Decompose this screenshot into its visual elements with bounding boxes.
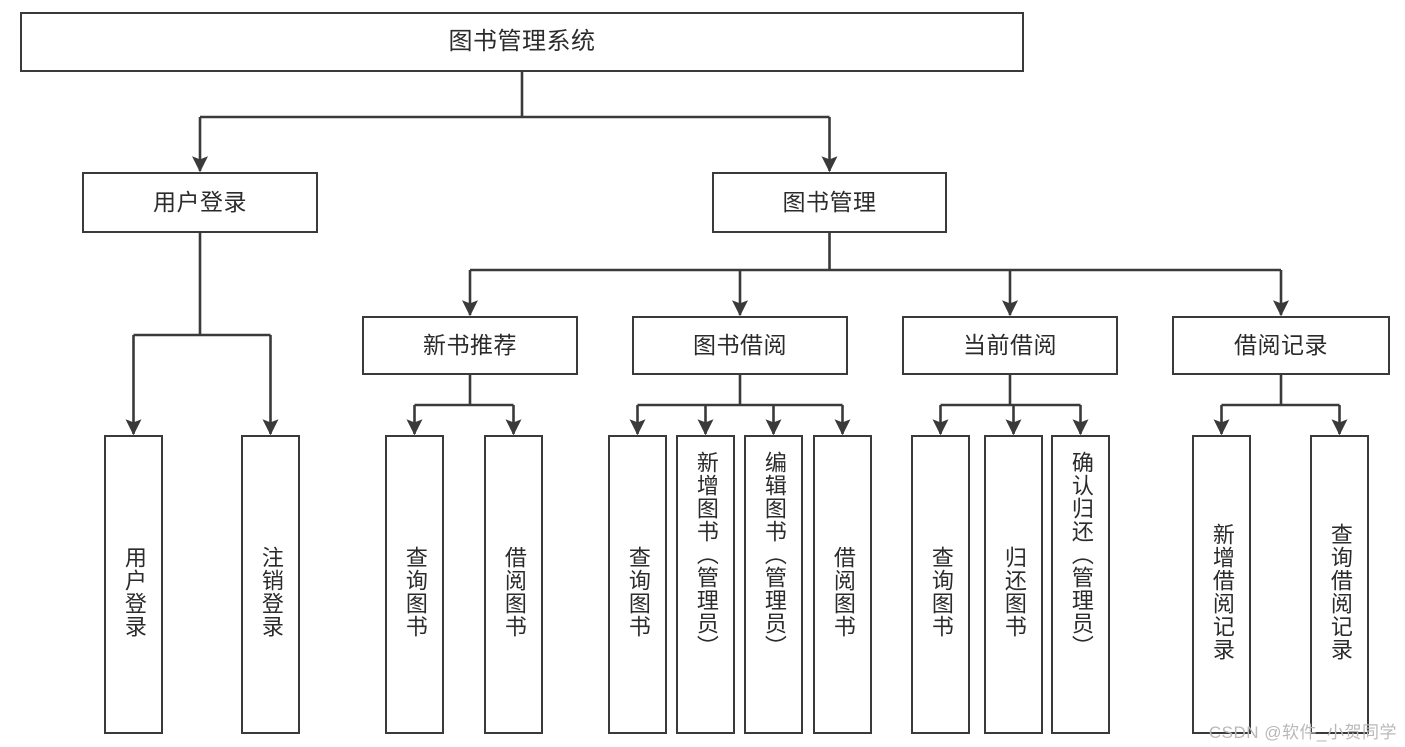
node-label: 用户登录 bbox=[121, 545, 147, 638]
leaf-node[interactable]: 新增借阅记录 bbox=[1192, 435, 1251, 734]
branch-node[interactable]: 当前借阅 bbox=[902, 316, 1118, 375]
node-label: 图书借阅 bbox=[693, 331, 787, 358]
node-label: 用户登录 bbox=[153, 188, 247, 215]
leaf-node[interactable]: 查询借阅记录 bbox=[1310, 435, 1369, 734]
leaf-node[interactable]: 新增图书（管理员） bbox=[676, 435, 735, 734]
node-label: 编辑图书（管理员） bbox=[761, 451, 787, 658]
leaf-node[interactable]: 查询图书 bbox=[911, 435, 970, 734]
node-label: 借阅图书 bbox=[830, 545, 856, 638]
leaf-node[interactable]: 确认归还（管理员） bbox=[1051, 435, 1110, 734]
node-label: 确认归还（管理员） bbox=[1068, 451, 1094, 658]
leaf-node[interactable]: 注销登录 bbox=[241, 435, 300, 734]
watermark: CSDN @软件_小贺同学 bbox=[1208, 723, 1397, 742]
branch-node[interactable]: 图书管理 bbox=[712, 172, 947, 233]
leaf-node[interactable]: 编辑图书（管理员） bbox=[744, 435, 803, 734]
root-node[interactable]: 图书管理系统 bbox=[20, 12, 1024, 72]
branch-node[interactable]: 图书借阅 bbox=[632, 316, 848, 375]
node-label: 查询图书 bbox=[625, 545, 651, 638]
leaf-node[interactable]: 查询图书 bbox=[608, 435, 667, 734]
leaf-node[interactable]: 用户登录 bbox=[104, 435, 163, 734]
node-label: 借阅图书 bbox=[501, 545, 527, 638]
node-label: 归还图书 bbox=[1001, 545, 1027, 638]
edge-group bbox=[125, 72, 1348, 436]
node-label: 图书管理系统 bbox=[448, 27, 596, 55]
node-label: 查询图书 bbox=[402, 545, 428, 638]
node-label: 新书推荐 bbox=[423, 331, 517, 358]
node-label: 查询借阅记录 bbox=[1327, 522, 1353, 661]
node-label: 图书管理 bbox=[782, 188, 877, 215]
leaf-node[interactable]: 借阅图书 bbox=[484, 435, 543, 734]
branch-node[interactable]: 新书推荐 bbox=[362, 316, 578, 375]
node-label: 查询图书 bbox=[928, 545, 954, 638]
branch-node[interactable]: 用户登录 bbox=[82, 172, 318, 233]
leaf-node[interactable]: 归还图书 bbox=[984, 435, 1043, 734]
leaf-node[interactable]: 借阅图书 bbox=[813, 435, 872, 734]
node-label: 新增借阅记录 bbox=[1209, 522, 1235, 661]
node-label: 注销登录 bbox=[258, 545, 284, 638]
node-label: 借阅记录 bbox=[1234, 331, 1328, 358]
leaf-node[interactable]: 查询图书 bbox=[385, 435, 444, 734]
node-label: 当前借阅 bbox=[963, 331, 1057, 358]
node-label: 新增图书（管理员） bbox=[693, 451, 719, 658]
branch-node[interactable]: 借阅记录 bbox=[1172, 316, 1390, 375]
